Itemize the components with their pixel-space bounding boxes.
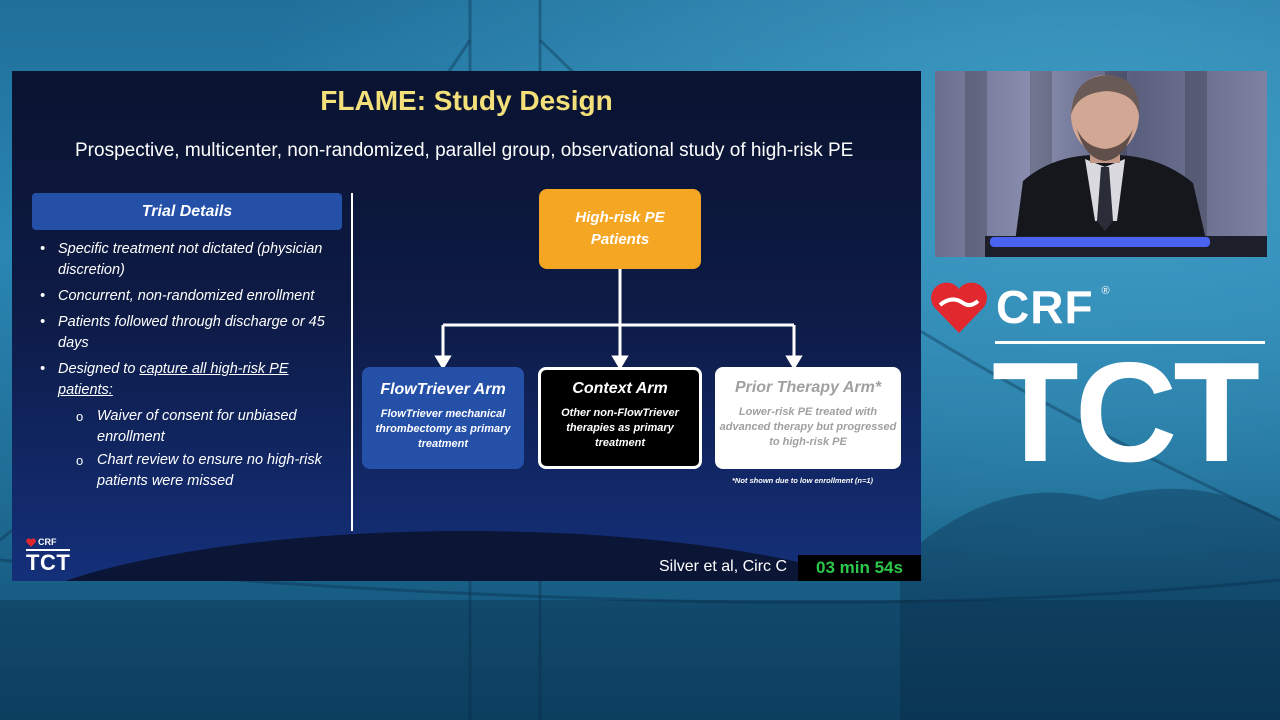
trial-details-list: Specific treatment not dictated (physici… [36,239,336,494]
list-item: Patients followed through discharge or 4… [36,312,336,354]
sub-list-item: Waiver of consent for unbiased enrollmen… [36,406,336,448]
slide-crf-text: CRF [38,537,57,547]
trial-details-header: Trial Details [32,193,342,230]
arm-description: Other non-FlowTriever therapies as prima… [561,407,679,449]
bullet-prefix: Designed to [58,361,140,377]
citation: Silver et al, Circ C [659,558,788,575]
arrowhead [434,355,452,370]
box-line: High-risk PE [575,209,665,226]
curtain-fold [965,71,987,257]
footnote: *Not shown due to low enrollment (n=1) [732,476,874,485]
list-item: Concurrent, non-randomized enrollment [36,286,336,307]
tct-brand-text: TCT [992,333,1260,492]
slide-tct-logo: CRF TCT [26,537,71,575]
brand-divider [995,341,1265,344]
presentation-slide: FLAME: Study Design Prospective, multice… [12,71,921,581]
bullet-underlined-text: capture all high-risk PE patients: [58,361,289,398]
crf-brand-logo: CRF ® [930,280,1110,334]
speaker-video [935,71,1267,257]
arrowhead [611,355,629,370]
heart-icon [26,537,36,547]
slide-title: FLAME: Study Design [320,85,613,116]
arrowhead [785,355,803,370]
registered-mark: ® [1101,285,1110,297]
crf-heart-icon [931,282,987,333]
high-risk-pe-box: High-risk PE Patients [539,189,701,269]
flowtriever-arm-box: FlowTriever Arm FlowTriever mechanical t… [362,367,524,469]
arm-description: Lower-risk PE treated with advanced ther… [719,406,897,448]
slide-subtitle: Prospective, multicenter, non-randomized… [75,140,854,161]
crf-brand-text: CRF [996,281,1094,333]
flowchart-connectors [434,269,803,370]
slide-tct-text: TCT [26,549,71,575]
arm-description: FlowTriever mechanical thrombectomy as p… [375,408,511,450]
speaker-figure [985,75,1267,257]
arm-title: Prior Therapy Arm* [734,379,882,396]
arm-title: FlowTriever Arm [380,381,506,398]
prior-therapy-arm-box: Prior Therapy Arm* Lower-risk PE treated… [715,367,901,469]
sub-list-item: Chart review to ensure no high-risk pati… [36,450,336,492]
arm-title: Context Arm [572,380,668,397]
vertical-divider [351,193,353,531]
countdown-timer: 03 min 54s [798,555,921,581]
list-item: Specific treatment not dictated (physici… [36,239,336,281]
slide-crf-mark: CRF [26,537,70,547]
context-arm-box: Context Arm Other non-FlowTriever therap… [538,367,702,469]
list-item: Designed to capture all high-risk PE pat… [36,359,336,401]
box-line: Patients [590,231,650,248]
